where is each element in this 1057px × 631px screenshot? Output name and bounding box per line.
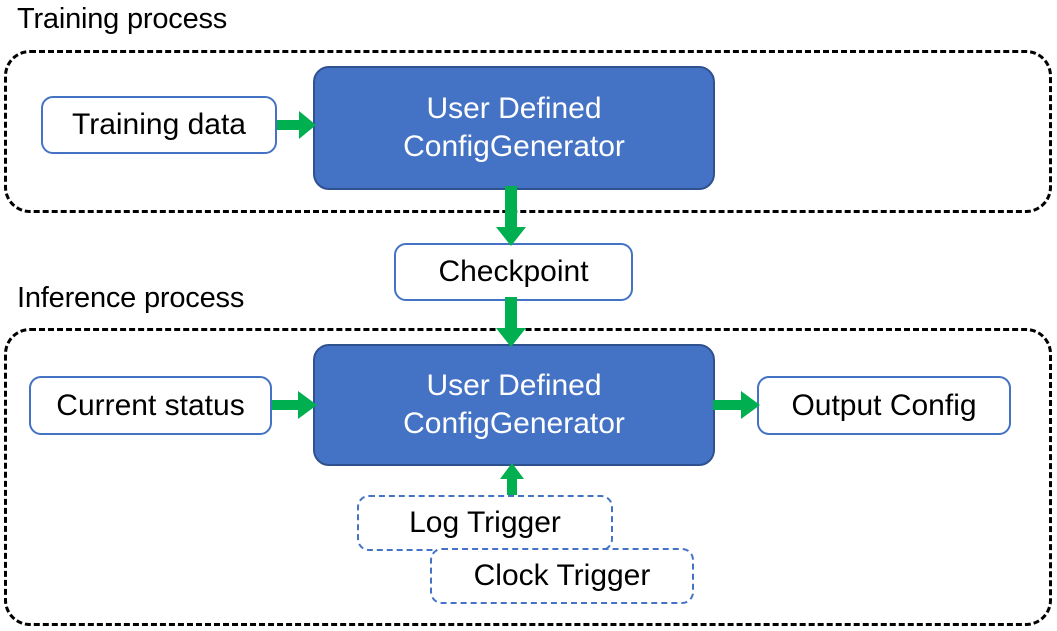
inference-process-label: Inference process [17, 282, 245, 314]
node-user-defined-config-generator-inference[interactable]: User Defined ConfigGenerator [313, 344, 715, 466]
node-label-line-2: ConfigGenerator [403, 130, 625, 163]
training-process-label: Training process [17, 3, 228, 35]
inference-process-container [4, 328, 1052, 626]
node-label-line-1: User Defined [426, 92, 602, 125]
node-current-status[interactable]: Current status [29, 376, 272, 435]
node-user-defined-config-generator-training[interactable]: User Defined ConfigGenerator [313, 66, 715, 190]
node-clock-trigger[interactable]: Clock Trigger [430, 548, 694, 604]
arrow-right-training-data-to-config-generator-icon [277, 111, 316, 139]
node-training-data[interactable]: Training data [41, 96, 277, 154]
arrow-down-config-generator-to-checkpoint-icon [496, 186, 526, 246]
node-label-line-1: User Defined [426, 369, 602, 402]
arrow-right-config-generator-to-output-config-icon [713, 391, 760, 419]
training-process-container [4, 50, 1052, 213]
node-label-line-2: ConfigGenerator [403, 407, 625, 440]
arrow-right-current-status-to-config-generator-icon [272, 391, 317, 419]
arrow-down-checkpoint-to-config-generator-icon [496, 297, 526, 347]
node-output-config[interactable]: Output Config [757, 376, 1011, 435]
node-checkpoint[interactable]: Checkpoint [394, 243, 633, 301]
arrow-up-triggers-to-config-generator-icon [500, 463, 524, 509]
node-log-trigger[interactable]: Log Trigger [357, 495, 613, 551]
